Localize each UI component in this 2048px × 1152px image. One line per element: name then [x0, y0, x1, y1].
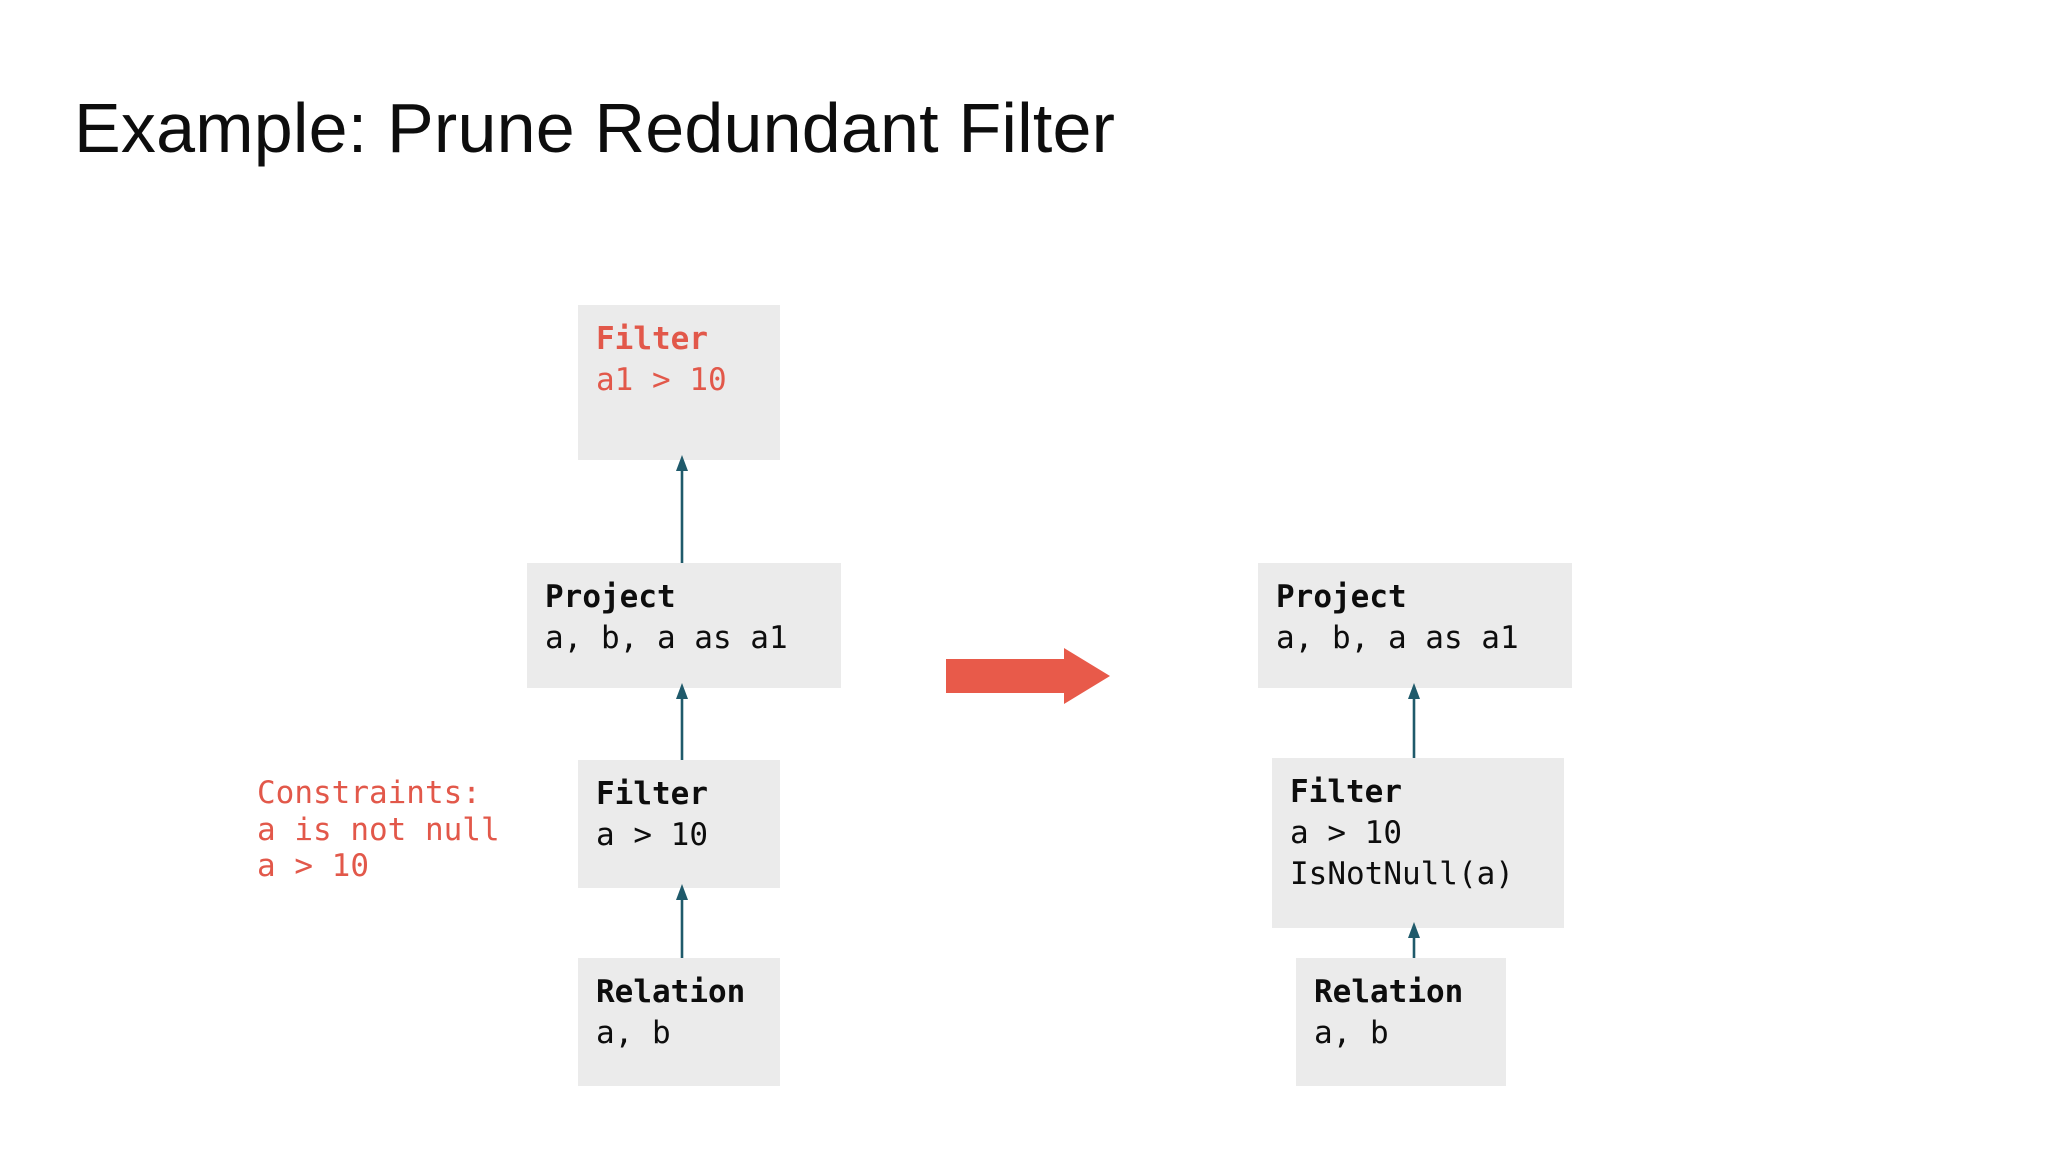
- right-node-filter[interactable]: Filter a > 10 IsNotNull(a): [1272, 758, 1564, 928]
- left-node-filter-top[interactable]: Filter a1 > 10: [578, 305, 780, 460]
- page-title: Example: Prune Redundant Filter: [74, 89, 1116, 167]
- constraints-line-1: a is not null: [257, 811, 500, 848]
- constraints-line-2: a > 10: [257, 848, 369, 885]
- left-node-filter-bottom-operator: Filter: [596, 776, 708, 812]
- left-node-relation-operator: Relation: [596, 974, 746, 1010]
- left-connector-project-to-filter-top: [676, 455, 688, 567]
- right-node-project-operator: Project: [1276, 579, 1407, 615]
- constraints-heading: Constraints:: [257, 775, 481, 811]
- transform-arrow-icon: [946, 648, 1110, 704]
- constraints-annotation: Constraints: a is not null a > 10: [257, 775, 500, 885]
- left-node-relation-argument: a, b: [596, 1014, 671, 1051]
- left-node-filter-top-operator: Filter: [596, 321, 708, 357]
- right-node-project-argument: a, b, a as a1: [1276, 619, 1519, 656]
- left-node-filter-bottom[interactable]: Filter a > 10: [578, 760, 780, 888]
- right-node-filter-argument-1: a > 10: [1290, 814, 1402, 851]
- left-node-filter-bottom-argument: a > 10: [596, 816, 708, 853]
- right-node-filter-argument-2: IsNotNull(a): [1290, 855, 1514, 892]
- right-node-project[interactable]: Project a, b, a as a1: [1258, 563, 1572, 688]
- right-connector-filter-to-project: [1408, 683, 1420, 758]
- left-connector-relation-to-filter: [676, 884, 688, 966]
- left-node-relation[interactable]: Relation a, b: [578, 958, 780, 1086]
- right-node-relation[interactable]: Relation a, b: [1296, 958, 1506, 1086]
- left-node-filter-top-argument: a1 > 10: [596, 361, 727, 398]
- right-node-relation-operator: Relation: [1314, 974, 1464, 1010]
- left-connector-filter-to-project: [676, 683, 688, 765]
- left-node-project[interactable]: Project a, b, a as a1: [527, 563, 841, 688]
- right-node-relation-argument: a, b: [1314, 1014, 1389, 1051]
- right-node-filter-operator: Filter: [1290, 774, 1402, 810]
- left-node-project-argument: a, b, a as a1: [545, 619, 788, 656]
- left-node-project-operator: Project: [545, 579, 676, 615]
